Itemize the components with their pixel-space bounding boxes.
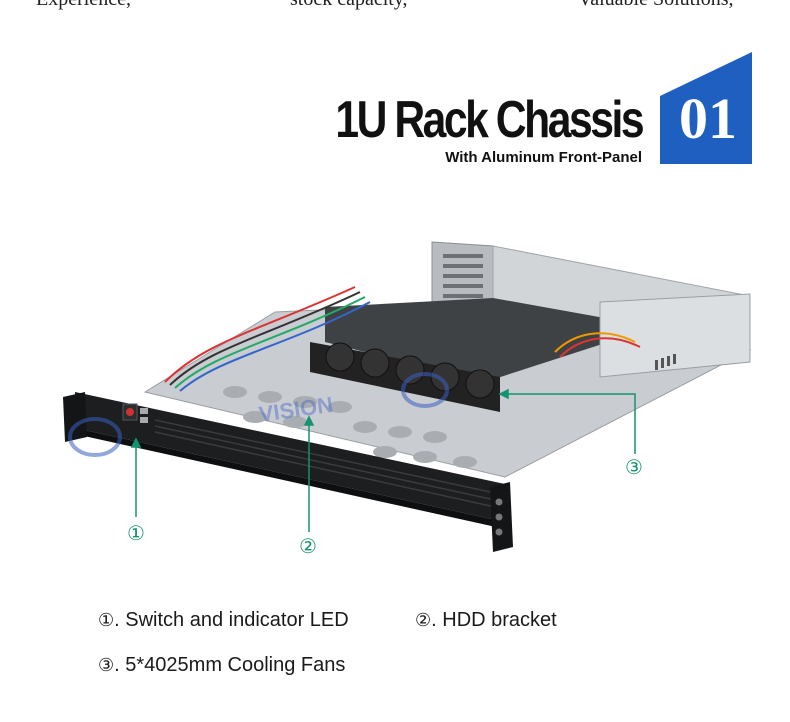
power-supply: [599, 293, 751, 378]
legend-item-3: ③. 5*4025mm Cooling Fans: [98, 654, 345, 677]
legend-text-1: . Switch and indicator LED: [114, 609, 349, 631]
front-panel-grooves: [154, 419, 496, 508]
ear-hole-icon: [495, 528, 503, 536]
page-subtitle: With Aluminum Front-Panel: [445, 149, 642, 166]
page-title: 1U Rack Chassis: [335, 91, 644, 149]
number-badge: 01: [660, 52, 752, 164]
ear-hole-icon: [495, 513, 503, 521]
front-panel: [75, 392, 505, 522]
psu-vents: [655, 354, 676, 370]
legend-num-3: ③: [98, 655, 115, 676]
rear-panel-slots: [443, 254, 483, 298]
callout-2: ②: [299, 534, 317, 558]
watermark-logo: [68, 372, 449, 457]
top-text-3: Valuable Solutions,: [578, 0, 734, 11]
callout-lines: [130, 388, 636, 532]
legend-text-2: . HDD bracket: [431, 609, 557, 631]
callout-3: ③: [625, 455, 643, 479]
cooling-fans: [310, 342, 500, 412]
legend-text-3: . 5*4025mm Cooling Fans: [114, 654, 346, 676]
hdd-bracket-holes: [223, 386, 477, 468]
ear-hole-icon: [495, 498, 503, 506]
left-rack-ear: [63, 392, 87, 442]
front-panel-edge: [75, 428, 505, 529]
callout-1: ①: [127, 521, 145, 545]
top-text-strip: Experience, stock capacity, Valuable Sol…: [0, 0, 790, 14]
top-text-2: stock capacity,: [290, 0, 408, 11]
title-block: 1U Rack Chassis With Aluminum Front-Pane…: [300, 52, 760, 172]
top-text-1: Experience,: [36, 0, 131, 11]
switch-and-led: [122, 403, 148, 423]
chassis-photo: VISION: [63, 241, 752, 552]
legend-item-2: ②. HDD bracket: [415, 609, 557, 632]
legend-item-1: ①. Switch and indicator LED: [98, 609, 349, 632]
legend-num-2: ②: [415, 610, 432, 631]
legend-num-1: ①: [98, 610, 115, 631]
badge-shape: [660, 52, 752, 164]
cables: [164, 286, 641, 392]
badge-number: 01: [679, 86, 737, 151]
